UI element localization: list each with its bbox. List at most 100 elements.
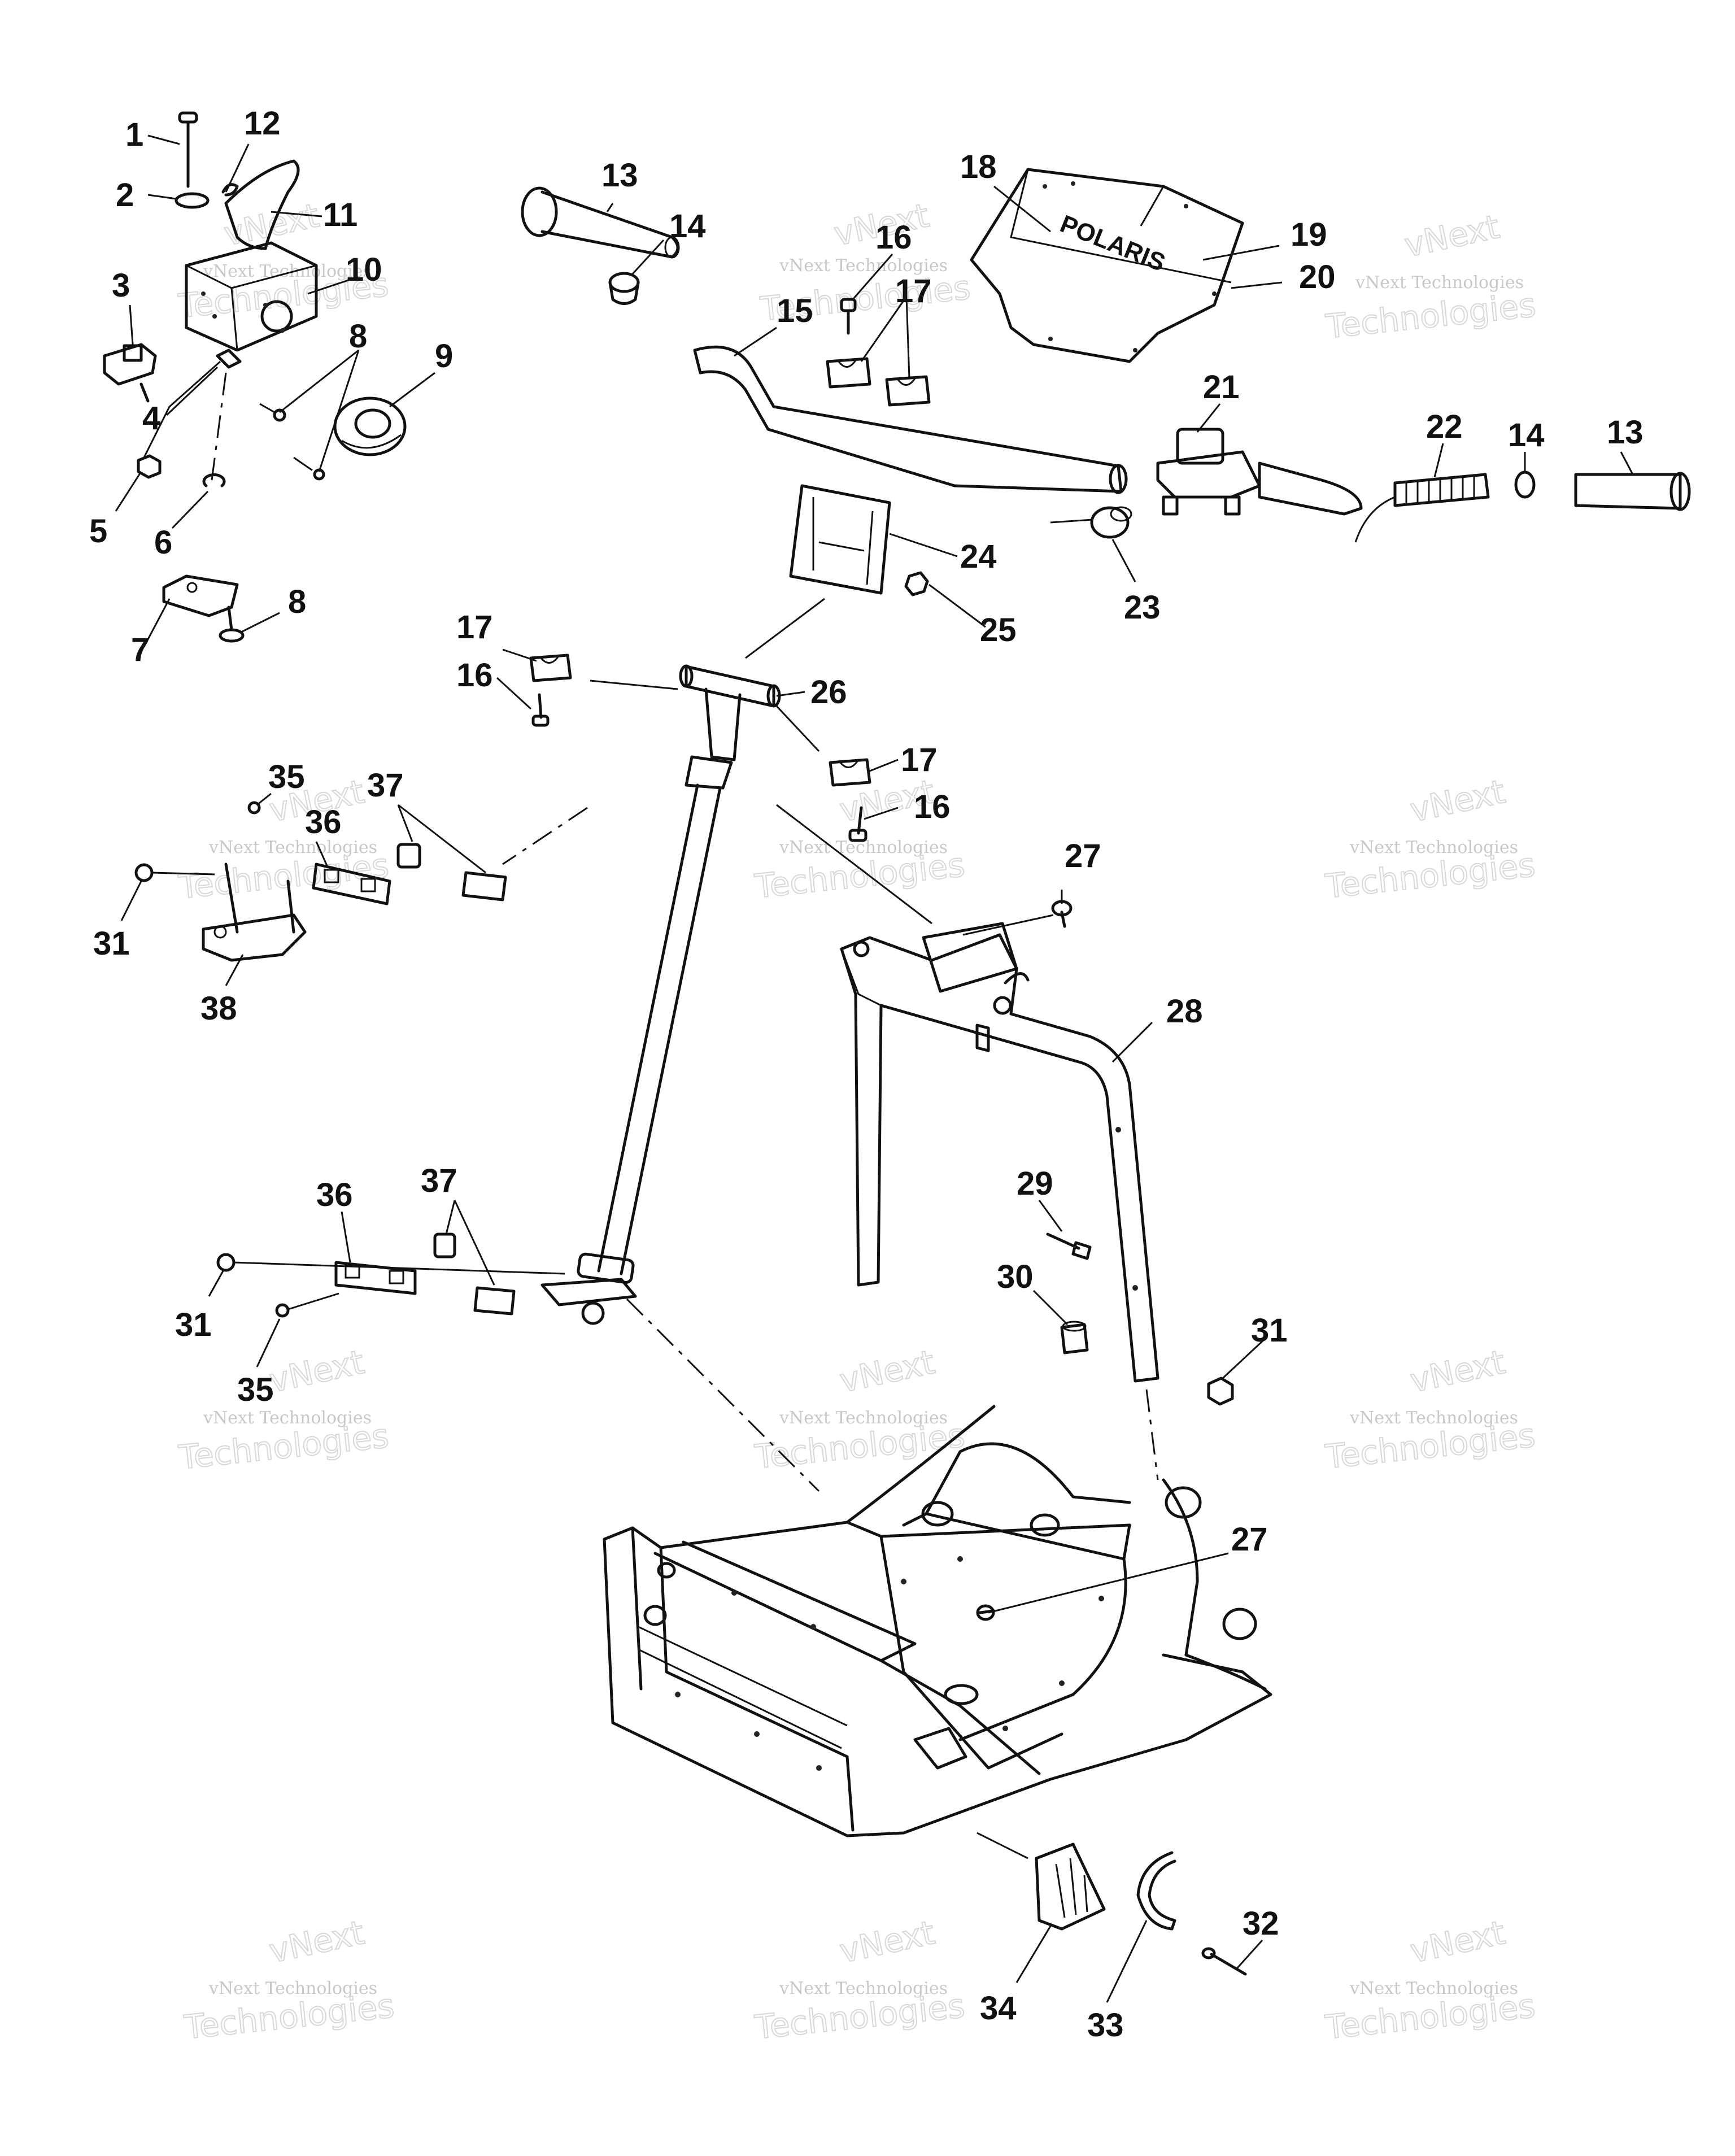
watermark-top-word: vNext [266, 1343, 368, 1400]
part-label-12: 12 [244, 105, 281, 142]
part-17-clamp-upper-left [529, 654, 572, 682]
label-leaders [115, 134, 1633, 2003]
steering-column-shaft [540, 755, 733, 1325]
watermark-small-text: vNext Technologies [203, 262, 372, 281]
part-label-31-upper: 31 [93, 925, 130, 962]
part-label-29: 29 [1017, 1165, 1053, 1202]
part-label-14-left: 14 [669, 208, 706, 245]
part-35-screw-lower [275, 1303, 290, 1318]
part-6-clip [202, 473, 226, 487]
part-29-pin [1046, 1232, 1092, 1260]
watermark-small-text: vNext Technologies [779, 1408, 948, 1428]
part-label-18: 18 [960, 149, 997, 185]
part-label-15: 15 [777, 293, 813, 329]
part-label-2: 2 [116, 177, 134, 214]
part-label-10: 10 [346, 251, 382, 288]
part-14-plug-right [1514, 471, 1536, 499]
part-label-35-upper: 35 [268, 759, 305, 795]
part-label-17-left: 17 [456, 609, 493, 646]
watermark-top-word: vNext [836, 1343, 938, 1400]
part-label-21: 21 [1203, 369, 1240, 406]
part-label-17-right: 17 [901, 742, 938, 778]
watermark-bottom-word: Technologies [1324, 286, 1538, 346]
watermark-small-text: vNext Technologies [779, 256, 948, 276]
part-37-bushing-upper [396, 843, 507, 901]
part-label-30: 30 [997, 1258, 1034, 1295]
part-label-3: 3 [112, 267, 130, 304]
lower-support-group [216, 1200, 565, 1318]
part-22-heater-grip [1354, 473, 1490, 543]
part-label-19: 19 [1291, 216, 1327, 253]
part-label-37-upper: 37 [367, 767, 404, 804]
part-37-bushing-lower [433, 1232, 516, 1316]
part-16-bolt-right [848, 806, 868, 842]
part-label-24: 24 [960, 538, 997, 575]
part-15-bar-end [1109, 464, 1128, 494]
part-23-choke-knob [1050, 506, 1132, 539]
part-label-28: 28 [1166, 993, 1203, 1030]
watermark-top-word: vNext [266, 1913, 368, 1971]
watermark: vNext vNext Technologies Technologies [176, 1342, 391, 1478]
steering-column-group [502, 484, 932, 1492]
part-16-bolt-upper-left [531, 693, 550, 727]
part-label-27-lower: 27 [1231, 1521, 1268, 1558]
part-31-nut-lower [216, 1253, 236, 1272]
watermark-small-text: vNext Technologies [208, 1979, 377, 1998]
part-label-1: 1 [125, 116, 143, 153]
part-label-31-right: 31 [1251, 1312, 1288, 1349]
part-label-6: 6 [154, 524, 172, 561]
part-label-14-right: 14 [1508, 417, 1545, 454]
part-label-31-lower: 31 [175, 1306, 212, 1343]
part-label-13-left: 13 [601, 157, 638, 194]
part-label-16-top: 16 [875, 219, 912, 256]
watermark-top-word: vNext [1401, 207, 1503, 265]
part-31-nut-right [1207, 1377, 1234, 1406]
part-21-master-cylinder [1156, 428, 1363, 516]
watermark-top-word: vNext [1407, 1913, 1509, 1971]
part-label-8: 8 [349, 318, 367, 355]
chassis-bulkhead [603, 1405, 1272, 1837]
part-9-grommet [333, 397, 407, 456]
part-24-mount-block [789, 484, 891, 595]
watermark: vNext vNext Technologies Technologies [1323, 207, 1538, 346]
part-14-plug-left [608, 272, 640, 305]
watermark-small-text: vNext Technologies [779, 1979, 948, 1998]
part-28-steering-support-hoop [840, 922, 1159, 1383]
part-label-27-upper: 27 [1065, 838, 1101, 874]
part-label-5: 5 [89, 513, 107, 550]
watermark-top-word: vNext [1407, 1343, 1509, 1400]
watermark-small-text: vNext Technologies [1349, 1979, 1518, 1998]
part-label-22: 22 [1426, 408, 1463, 445]
part-8-screw-lower [219, 606, 245, 643]
part-label-4: 4 [142, 400, 160, 437]
part-label-38: 38 [200, 990, 237, 1027]
part-label-17-top: 17 [895, 273, 932, 310]
part-4-bracket [216, 349, 242, 369]
watermark-small-text: vNext Technologies [203, 1408, 372, 1428]
part-label-16-right: 16 [914, 789, 951, 825]
watermark-top-word: vNext [836, 1913, 938, 1971]
watermark: vNext vNext Technologies Technologies [1323, 1913, 1538, 2047]
part-13-grip-left [521, 186, 680, 259]
part-8-screw [293, 456, 325, 481]
part-12-spring [221, 183, 239, 197]
part-25-fastener [904, 571, 929, 596]
part-label-7: 7 [131, 631, 149, 668]
part-30-bolt [1060, 1321, 1089, 1354]
part-36-clamp-upper [312, 863, 391, 905]
part-17-clamp [885, 375, 931, 407]
watermark-small-text: vNext Technologies [1349, 1408, 1518, 1428]
part-label-26: 26 [810, 674, 847, 711]
part-label-25: 25 [980, 612, 1017, 648]
part-17-clamp [826, 357, 871, 389]
watermark: vNext vNext Technologies Technologies [182, 1913, 397, 2047]
part-3-switch [103, 343, 157, 403]
part-label-9: 9 [435, 338, 453, 374]
part-label-20: 20 [1299, 259, 1336, 295]
part-15-handlebar [693, 345, 1123, 493]
part-32-screw [1201, 1947, 1247, 1976]
watermark: vNext vNext Technologies Technologies [1323, 1342, 1538, 1476]
part-8-screw [259, 403, 286, 422]
throttle-housing-group [103, 111, 407, 643]
